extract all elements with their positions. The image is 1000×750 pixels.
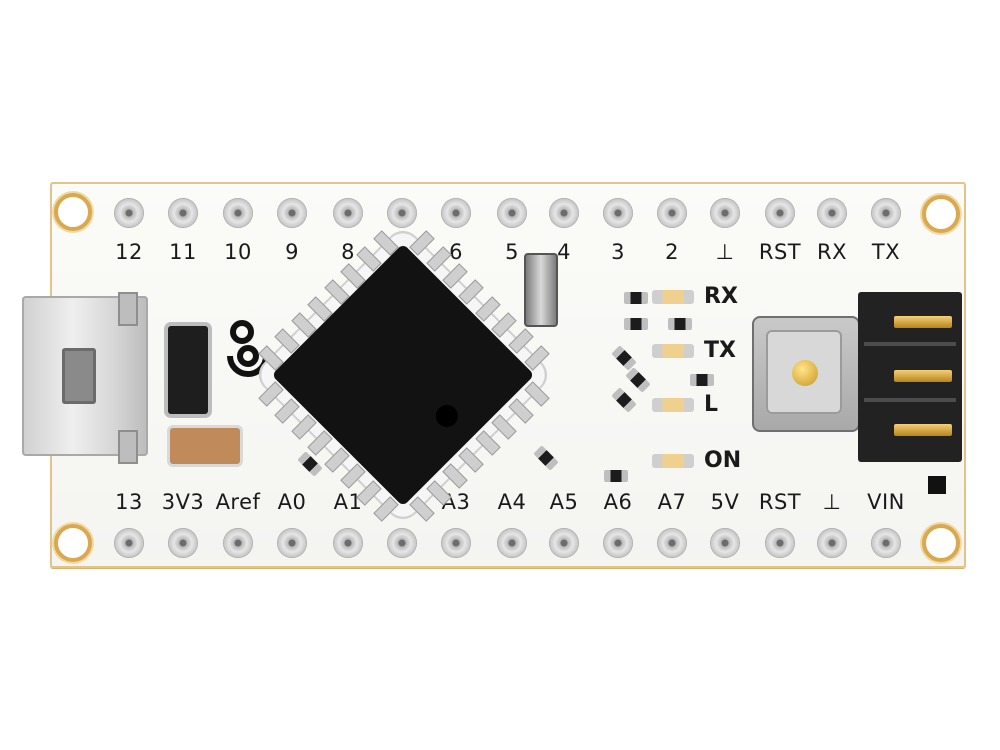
bottom-pin-label: RST [758, 490, 802, 514]
resistor [624, 292, 648, 304]
top-pin-label: 6 [449, 240, 463, 264]
top-pin-label: 4 [557, 240, 571, 264]
top-pin-label: 5 [505, 240, 519, 264]
top-pin-label: 10 [224, 240, 252, 264]
bottom-pin-label: A6 [603, 490, 633, 514]
bottom-pin-label: 13 [115, 490, 143, 514]
top-pin-hole [497, 198, 527, 228]
top-pin-label: TX [871, 240, 901, 264]
led-label-rx: RX [704, 284, 738, 309]
top-pin-hole [549, 198, 579, 228]
top-pin-hole [603, 198, 633, 228]
top-pin-label: RX [817, 240, 847, 264]
diode [168, 326, 208, 414]
bottom-pin-label: A5 [549, 490, 579, 514]
top-pin-hole [765, 198, 795, 228]
bottom-pin-hole [333, 528, 363, 558]
bottom-pin-hole [497, 528, 527, 558]
mount-hole-top-left [54, 193, 92, 231]
bottom-pin-hole [871, 528, 901, 558]
top-pin-hole [277, 198, 307, 228]
bottom-pin-hole [603, 528, 633, 558]
bottom-pin-hole [549, 528, 579, 558]
bottom-pin-label: A0 [277, 490, 307, 514]
bottom-pin-hole [114, 528, 144, 558]
crystal-oscillator [524, 253, 558, 327]
led-tx [652, 344, 694, 358]
bottom-pin-label: ⊥ [822, 490, 842, 514]
top-pin-label: 3 [611, 240, 625, 264]
top-pin-label: RST [758, 240, 802, 264]
top-pin-hole [710, 198, 740, 228]
micro-usb-connector [22, 292, 148, 464]
top-pin-label: 2 [665, 240, 679, 264]
top-pin-hole [333, 198, 363, 228]
bottom-pin-hole [765, 528, 795, 558]
button-knob [792, 360, 818, 386]
resistor [690, 374, 714, 386]
bottom-pin-label: A4 [497, 490, 527, 514]
led-label-tx: TX [704, 338, 736, 363]
icsp-header [858, 292, 962, 462]
bottom-pin-hole [657, 528, 687, 558]
bottom-pin-label: Aref [215, 490, 261, 514]
bottom-pin-hole [441, 528, 471, 558]
reset-button[interactable] [752, 316, 860, 432]
bottom-pin-label: A1 [333, 490, 363, 514]
top-pin-hole [223, 198, 253, 228]
top-pin-label: ⊥ [715, 240, 735, 264]
top-pin-label: 9 [285, 240, 299, 264]
mount-hole-bottom-right [922, 524, 960, 562]
bottom-pin-hole [277, 528, 307, 558]
bottom-pin-label: A7 [657, 490, 687, 514]
bottom-pin-label: VIN [867, 490, 905, 514]
top-pin-hole [168, 198, 198, 228]
bottom-pin-hole [387, 528, 417, 558]
resistor [624, 318, 648, 330]
top-pin-hole [657, 198, 687, 228]
top-pin-label: 12 [115, 240, 143, 264]
top-pin-hole [114, 198, 144, 228]
mount-hole-bottom-left [54, 524, 92, 562]
top-pin-hole [817, 198, 847, 228]
top-pin-label: 11 [169, 240, 197, 264]
bottom-pin-label: 3V3 [161, 490, 205, 514]
bottom-pin-hole [710, 528, 740, 558]
led-on [652, 454, 694, 468]
top-pin-hole [871, 198, 901, 228]
pin1-marker [928, 476, 946, 494]
capacitor [170, 428, 240, 464]
led-rx [652, 290, 694, 304]
mount-hole-top-right [922, 195, 960, 233]
bottom-pin-hole [817, 528, 847, 558]
brand-logo-icon [227, 320, 269, 377]
led-label-l: L [704, 392, 719, 417]
resistor [604, 470, 628, 482]
bottom-pin-label: 5V [710, 490, 740, 514]
top-pin-hole [387, 198, 417, 228]
led-label-on: ON [704, 448, 742, 473]
top-pin-label: 8 [341, 240, 355, 264]
resistor [668, 318, 692, 330]
bottom-pin-hole [168, 528, 198, 558]
bottom-pin-hole [223, 528, 253, 558]
top-pin-hole [441, 198, 471, 228]
led-l [652, 398, 694, 412]
